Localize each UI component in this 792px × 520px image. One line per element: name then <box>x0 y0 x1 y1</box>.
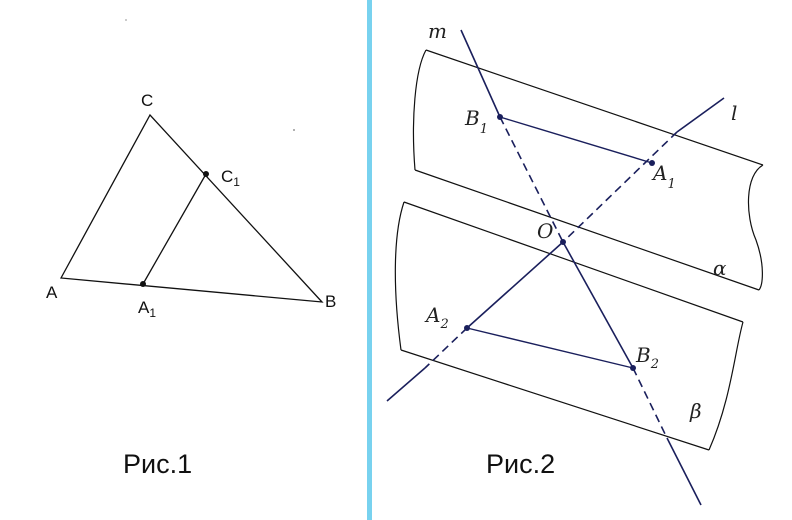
point-a2 <box>464 325 470 331</box>
line-l <box>386 97 725 402</box>
label-alpha: α <box>713 256 727 280</box>
label-a1: A1 <box>138 298 156 320</box>
point-o <box>560 239 566 245</box>
stray-mark <box>293 129 295 131</box>
figure-2-panel: m l B1 A1 O A2 B2 α β Рис.2 <box>373 0 792 520</box>
figure-1-panel: C A B C1 A1 Рис.1 <box>0 0 369 520</box>
label-o: O <box>537 219 553 243</box>
point-b2 <box>630 365 636 371</box>
label-b1: B1 <box>464 106 488 137</box>
point-b1 <box>497 114 503 120</box>
label-c: C <box>141 91 153 110</box>
panel-divider <box>367 0 372 520</box>
label-b: B <box>325 292 336 311</box>
segment-a2-b2 <box>466 327 634 369</box>
point-a1 <box>649 160 655 166</box>
label-a1: A1 <box>651 161 676 192</box>
point-a1 <box>140 281 146 287</box>
label-beta: β <box>689 399 702 423</box>
figure-1-caption: Рис.1 <box>123 449 192 479</box>
plane-alpha <box>412 49 764 291</box>
triangle-abc <box>59 113 324 303</box>
figure-2-caption: Рис.2 <box>486 449 555 479</box>
label-a: A <box>46 283 58 302</box>
label-c1: C1 <box>221 167 240 189</box>
stray-mark <box>125 19 127 21</box>
figure-2-diagram: m l B1 A1 O A2 B2 α β Рис.2 <box>386 19 764 506</box>
label-line-m: m <box>428 19 447 43</box>
segment-b1-a1 <box>499 116 653 164</box>
figure-1-diagram: C A B C1 A1 Рис.1 <box>46 19 336 479</box>
label-a2: A2 <box>424 303 449 332</box>
label-b2: B2 <box>635 343 659 372</box>
segment-a1-c1 <box>142 173 207 285</box>
line-m <box>460 29 702 506</box>
point-c1 <box>203 171 209 177</box>
label-line-l: l <box>731 101 737 125</box>
